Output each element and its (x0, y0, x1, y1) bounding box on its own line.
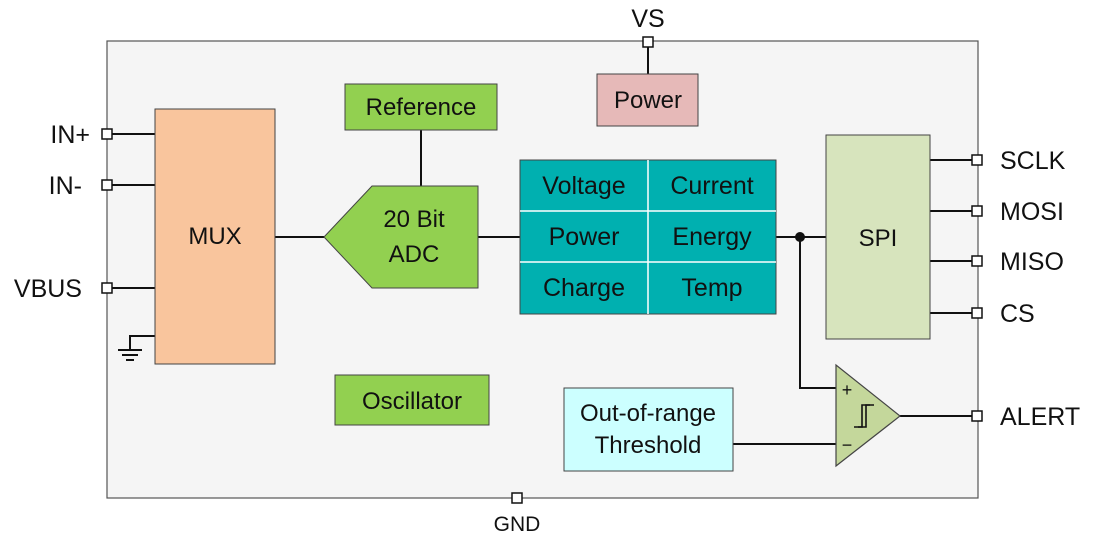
pin-in-plus-label: IN+ (50, 121, 90, 149)
adc-block (323, 185, 479, 289)
register-grid (519, 159, 777, 315)
pin-mosi-label: MOSI (1000, 198, 1064, 226)
pin-mosi-square (971, 205, 983, 217)
pin-cs-label: CS (1000, 300, 1035, 328)
pin-sclk-label: SCLK (1000, 147, 1066, 175)
adc-label-line1: 20 Bit (383, 206, 445, 233)
reference-label: Reference (366, 94, 477, 121)
spi-block (825, 134, 931, 340)
register-power: Power (549, 223, 620, 251)
pin-gnd-square (511, 492, 523, 504)
pin-alert-label: ALERT (1000, 403, 1080, 431)
pin-squares (101, 36, 983, 504)
adc-label-line2: ADC (389, 241, 440, 268)
register-current: Current (670, 172, 753, 200)
ground-icon (118, 349, 142, 361)
pin-miso-label: MISO (1000, 248, 1064, 276)
pin-in-minus-label: IN- (49, 172, 82, 200)
mux-label: MUX (188, 223, 241, 250)
threshold-label-line2: Threshold (595, 432, 702, 459)
pin-vs-square (642, 36, 654, 48)
comparator-minus: − (842, 435, 853, 455)
pin-sclk-square (971, 154, 983, 166)
mux-block (154, 108, 276, 365)
spi-label: SPI (859, 225, 898, 252)
register-voltage: Voltage (542, 172, 625, 200)
comparator (835, 363, 901, 468)
pin-in-minus-square (101, 179, 113, 191)
pin-in-plus-square (101, 128, 113, 140)
threshold-label-line1: Out-of-range (580, 400, 716, 427)
oscillator-label: Oscillator (362, 388, 462, 415)
pin-vbus-label: VBUS (14, 275, 82, 303)
pin-cs-square (971, 307, 983, 319)
register-energy: Energy (672, 223, 752, 251)
power-block (596, 73, 699, 127)
hysteresis-icon (854, 404, 874, 428)
power-label: Power (614, 87, 682, 114)
threshold-block (563, 387, 734, 472)
pin-vbus-square (101, 282, 113, 294)
reference-block (344, 83, 498, 131)
pin-miso-square (971, 255, 983, 267)
comparator-plus: + (842, 380, 853, 400)
register-charge: Charge (543, 274, 625, 302)
pin-gnd-label: GND (494, 513, 541, 536)
pin-alert-square (971, 410, 983, 422)
junction-dot (795, 232, 805, 242)
register-temp: Temp (681, 274, 742, 302)
oscillator-block (334, 374, 490, 426)
pin-vs-label: VS (631, 5, 664, 33)
